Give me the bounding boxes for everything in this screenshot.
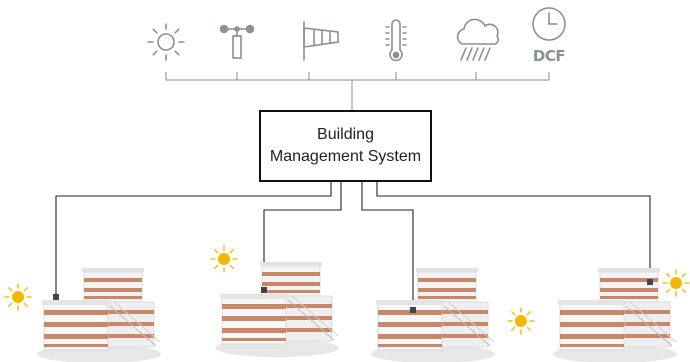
clock-icon <box>532 7 566 41</box>
building-1 <box>36 267 162 362</box>
bms-title-line1: Building <box>317 126 374 143</box>
bms-title-line2: Management System <box>269 148 422 165</box>
sun-icon <box>4 283 32 311</box>
anemometer-icon <box>219 24 255 59</box>
thermometer-icon <box>385 19 407 62</box>
windsock-icon <box>303 21 339 61</box>
sensor-bus <box>165 72 550 110</box>
building-connections <box>55 182 651 310</box>
building-2 <box>214 261 340 358</box>
building-4 <box>552 267 678 362</box>
sun-icon <box>147 23 185 61</box>
sun-icon <box>210 245 238 273</box>
dcf-label: DCF <box>532 47 566 65</box>
sun-icon <box>507 307 535 335</box>
rain-cloud-icon <box>456 18 500 61</box>
bms-box: Building Management System <box>259 110 432 182</box>
sun-icon <box>662 269 690 297</box>
building-3 <box>370 267 496 362</box>
